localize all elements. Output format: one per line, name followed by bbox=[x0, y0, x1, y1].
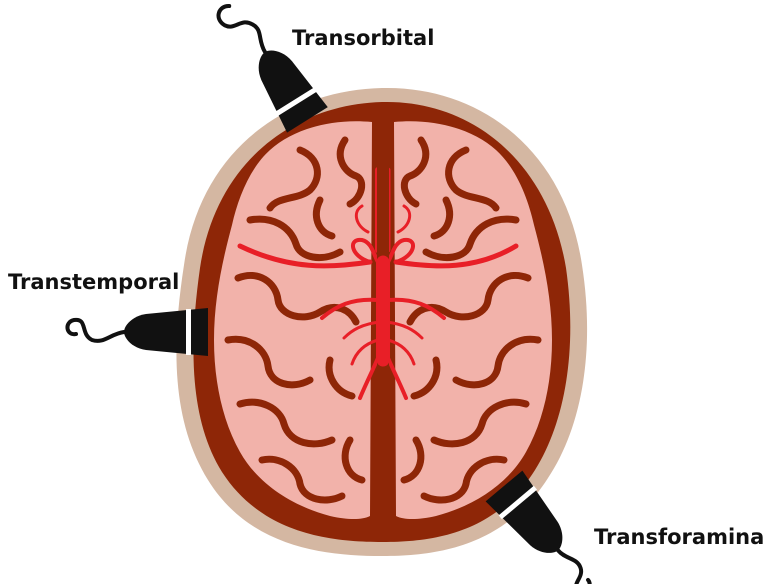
probe-cable bbox=[215, 0, 270, 63]
probe-cable bbox=[550, 546, 595, 584]
label-transtemporal: Transtemporal bbox=[8, 270, 179, 294]
probe-cable bbox=[67, 320, 124, 341]
label-transorbital: Transorbital bbox=[292, 26, 434, 50]
ultrasound-probe-icon bbox=[124, 308, 208, 356]
probe-transorbital bbox=[213, 0, 328, 133]
probe-transforaminal bbox=[486, 471, 608, 584]
probe-band bbox=[186, 309, 191, 355]
label-transforaminal: Transforaminal bbox=[594, 525, 766, 549]
probe-transtemporal bbox=[67, 308, 208, 356]
